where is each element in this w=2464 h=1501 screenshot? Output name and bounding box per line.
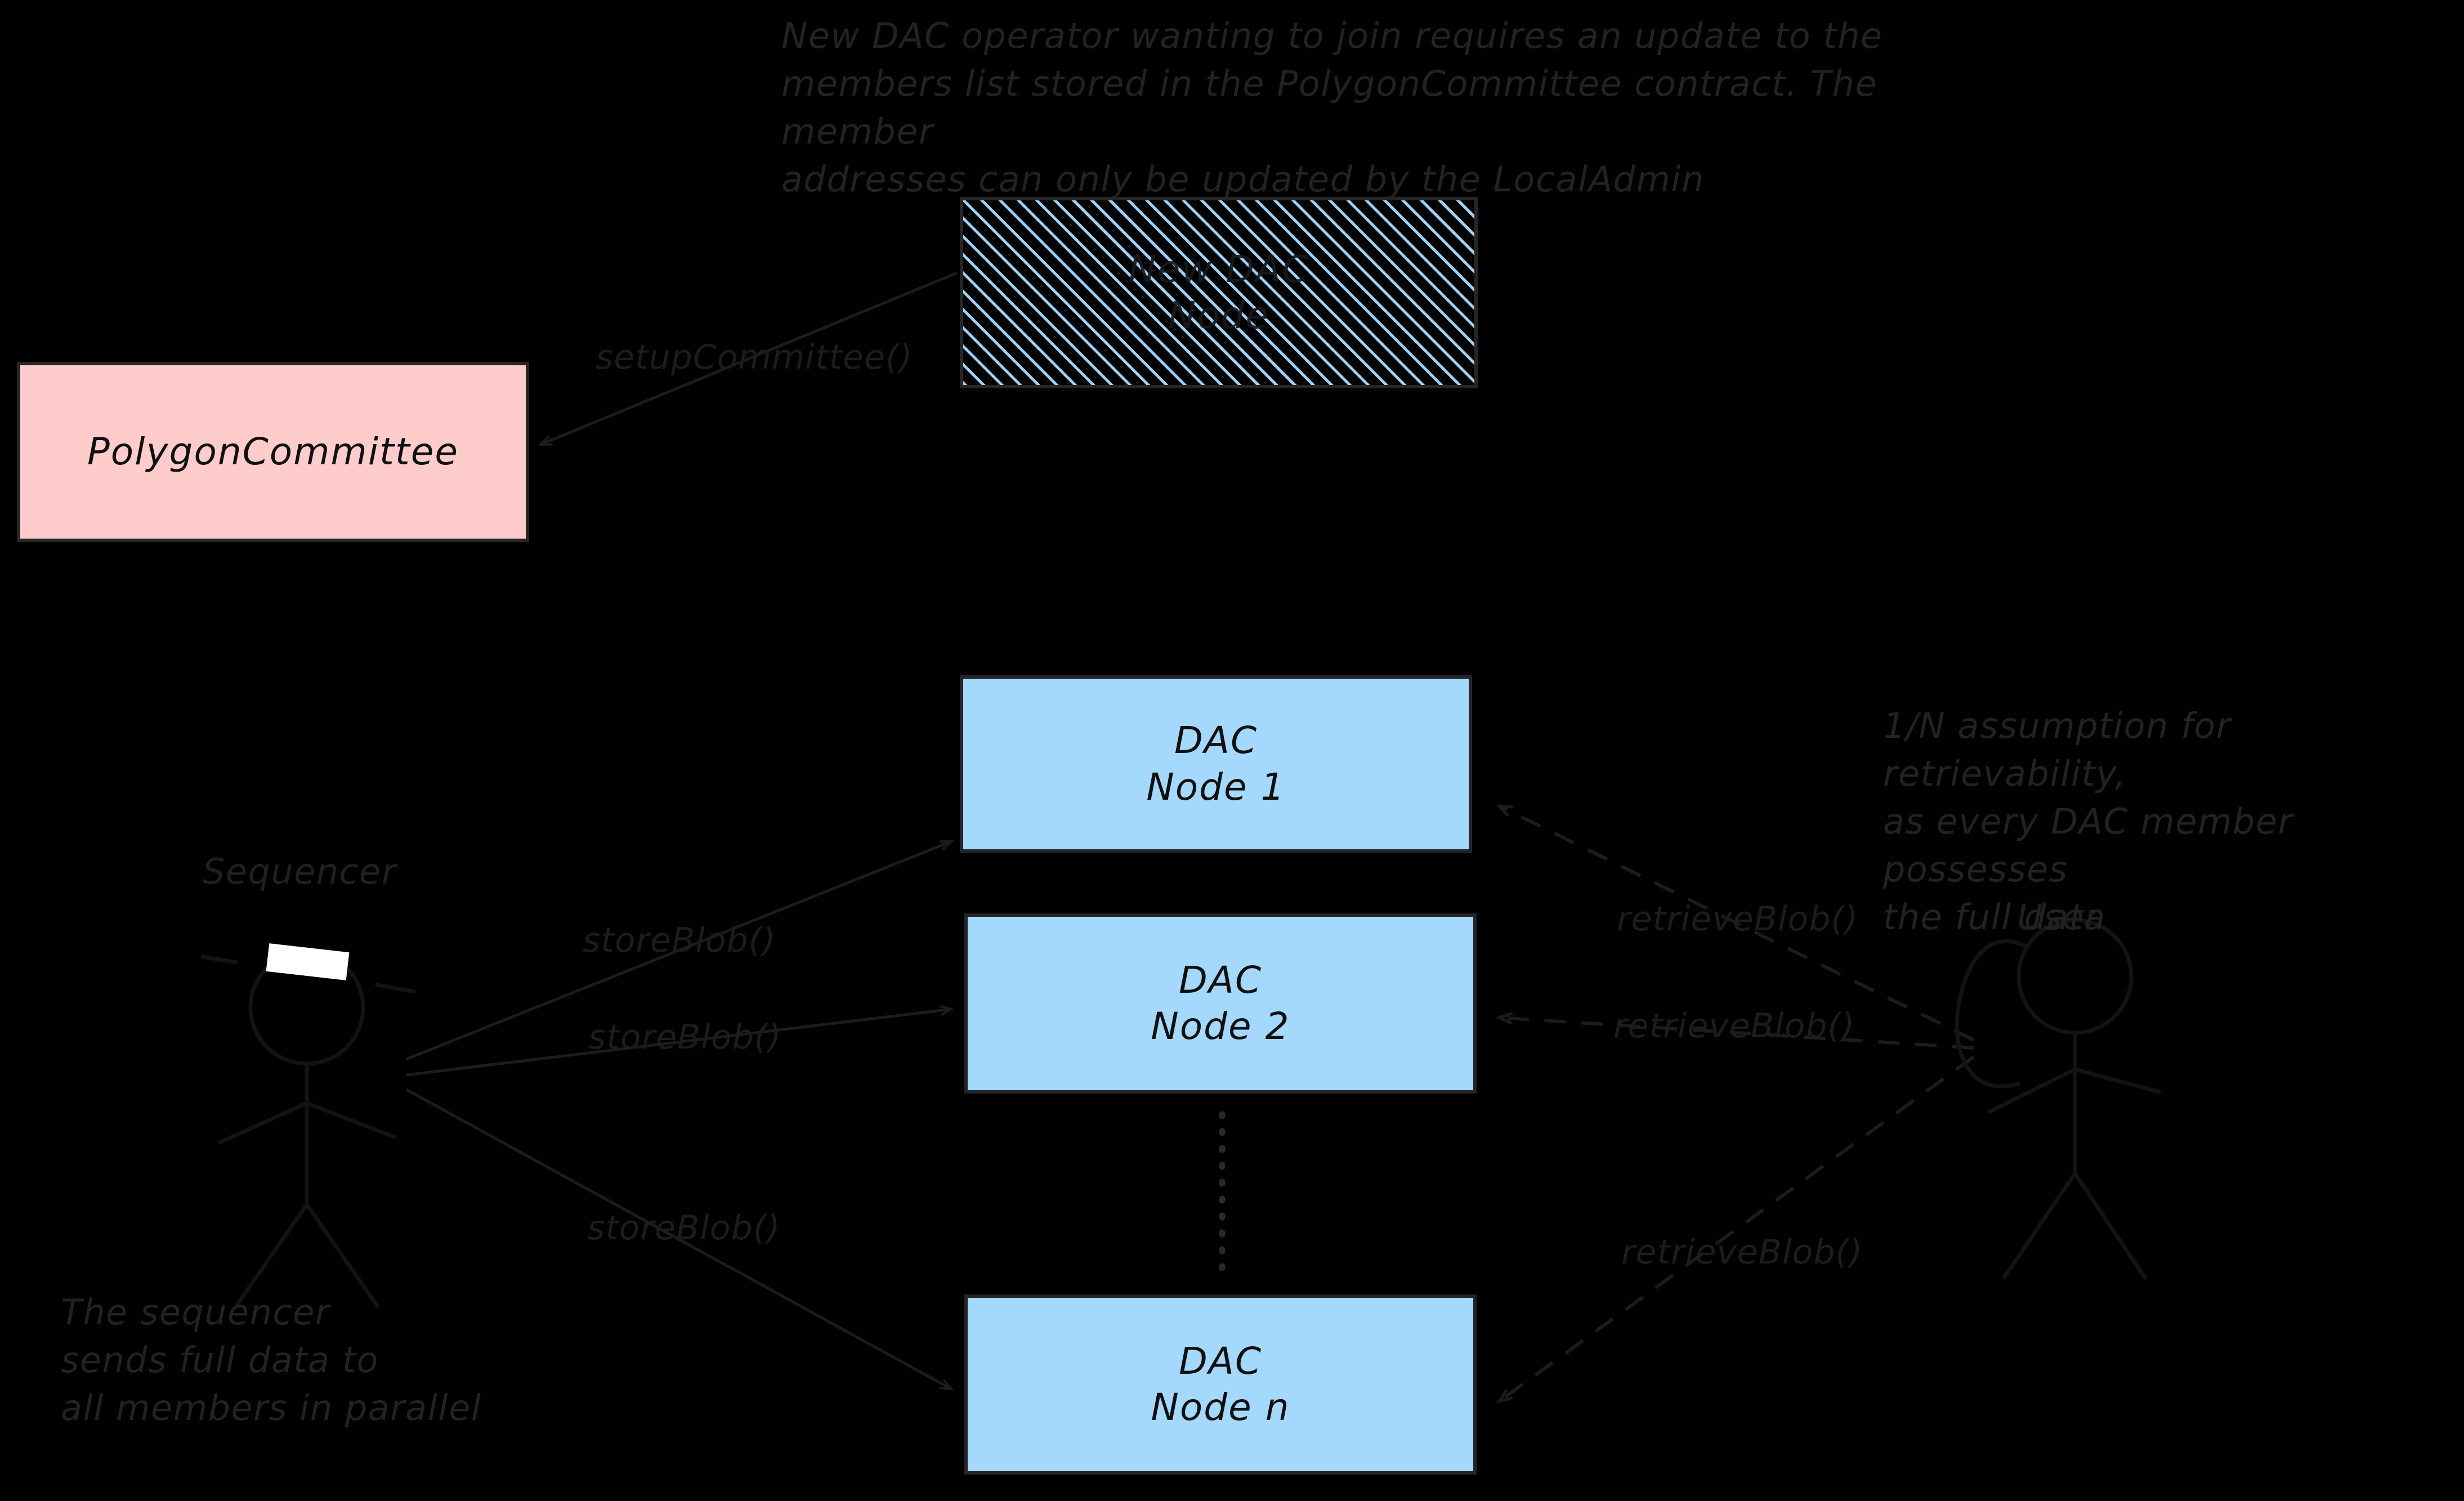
node-dac-n-line1: DAC <box>1178 1339 1263 1383</box>
node-new-dac[interactable]: New DAC Node <box>960 197 1478 388</box>
node-dac-1-line1: DAC <box>1174 719 1258 762</box>
edge-retrieve-blob-n <box>1499 1055 1975 1401</box>
label-retrieve-blob-n: retrieveBlob() <box>1621 1233 1863 1272</box>
user-figure <box>1955 918 2161 1280</box>
node-polygon-committee-label: PolygonCommittee <box>87 429 459 473</box>
node-new-dac-line1: New DAC <box>1128 247 1309 291</box>
label-retrieve-blob-1: retrieveBlob() <box>1617 899 1859 939</box>
edge-store-blob-2 <box>406 1009 951 1077</box>
label-store-blob-n: storeBlob() <box>587 1208 781 1248</box>
label-retrieve-blob-2: retrieveBlob() <box>1613 1006 1855 1046</box>
annotation-top: New DAC operator wanting to join require… <box>781 15 1883 200</box>
edge-store-blob-1 <box>406 840 951 1061</box>
node-dac-2[interactable]: DAC Node 2 <box>964 913 1477 1094</box>
label-store-blob-2: storeBlob() <box>588 1018 782 1057</box>
edge-retrieve-blob-1 <box>1499 806 1975 1042</box>
node-dac-1[interactable]: DAC Node 1 <box>960 675 1472 853</box>
label-store-blob-1: storeBlob() <box>583 921 776 960</box>
edge-retrieve-blob-2 <box>1499 1018 1974 1050</box>
sequencer-figure <box>200 949 416 1308</box>
label-user: User <box>2017 897 2100 938</box>
node-dac-2-line2: Node 2 <box>1151 1005 1290 1048</box>
node-dac-1-line2: Node 1 <box>1146 765 1286 809</box>
node-dac-n[interactable]: DAC Node n <box>964 1294 1477 1475</box>
edge-store-blob-n <box>405 1088 951 1389</box>
edge-setup-committee <box>540 271 958 446</box>
node-new-dac-line2: Node <box>1168 294 1270 337</box>
label-setup-committee: setupCommittee() <box>596 338 913 377</box>
node-dac-n-line2: Node n <box>1151 1386 1290 1429</box>
label-sequencer: Sequencer <box>203 851 397 892</box>
node-polygon-committee[interactable]: PolygonCommittee <box>17 362 529 542</box>
annotation-bottom-left: The sequencer sends full data to all mem… <box>61 1292 482 1428</box>
node-dac-2-line1: DAC <box>1178 958 1263 1002</box>
annotation-right: 1/N assumption for retrievability, as ev… <box>1883 705 2293 938</box>
